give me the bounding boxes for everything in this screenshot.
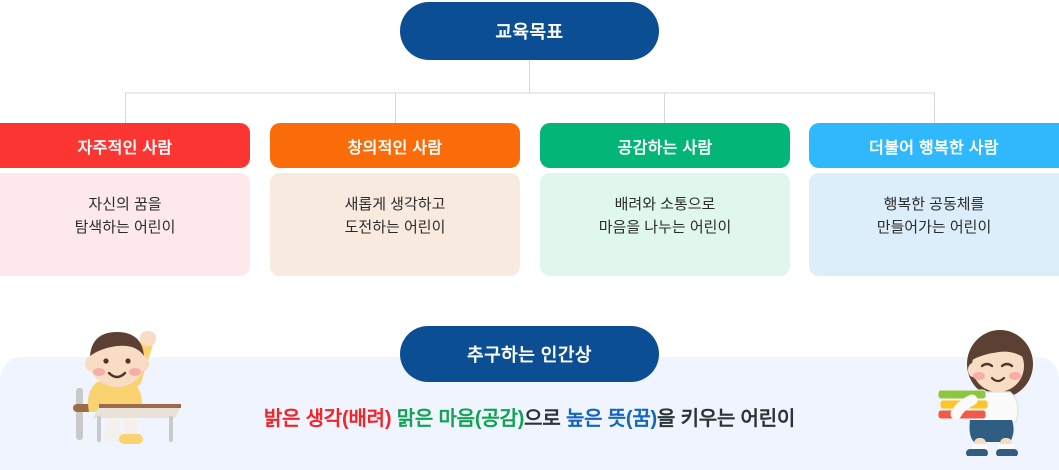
- pillar-card-body: 행복한 공동체를 만들어가는 어린이: [809, 173, 1059, 276]
- pillar-card-body: 자신의 꿈을 탐색하는 어린이: [0, 173, 250, 276]
- pillar-description: 배려와 소통으로 마음을 나누는 어린이: [598, 196, 732, 237]
- slogan-segment-connector: 으로: [524, 408, 566, 430]
- education-goal-node: 교육목표: [400, 2, 659, 60]
- slogan-segment-clear-heart: 맑은 마음(공감): [396, 408, 525, 430]
- ideal-person-badge: 추구하는 인간상: [400, 326, 659, 382]
- pillar-description: 새롭게 생각하고 도전하는 어린이: [344, 196, 446, 237]
- pillar-card-header: 더불어 행복한 사람: [809, 123, 1059, 168]
- pillar-card-empathetic: 공감하는 사람 배려와 소통으로 마음을 나누는 어린이: [540, 123, 790, 276]
- education-goal-label: 교육목표: [495, 22, 564, 42]
- pillar-title: 더불어 행복한 사람: [869, 139, 999, 157]
- slogan-segment-high-dream: 높은 뜻(꿈): [565, 408, 658, 430]
- pillar-title: 창의적인 사람: [347, 139, 443, 157]
- pillar-card-body: 새롭게 생각하고 도전하는 어린이: [270, 173, 520, 276]
- pillar-card-group: 자주적인 사람 자신의 꿈을 탐색하는 어린이 창의적인 사람 새롭게 생각하고…: [0, 123, 1059, 276]
- pillar-card-body: 배려와 소통으로 마음을 나누는 어린이: [540, 173, 790, 276]
- pillar-card-header: 자주적인 사람: [0, 123, 250, 168]
- pillar-title: 공감하는 사람: [617, 139, 713, 157]
- boy-raising-hand-at-desk-illustration: [73, 331, 181, 444]
- slogan-segment-ending: 을 키우는 어린이: [657, 408, 796, 430]
- pillar-card-happy-together: 더불어 행복한 사람 행복한 공동체를 만들어가는 어린이: [809, 123, 1059, 276]
- pillar-title: 자주적인 사람: [77, 139, 173, 157]
- ideal-person-badge-label: 추구하는 인간상: [467, 345, 592, 365]
- pillar-card-header: 공감하는 사람: [540, 123, 790, 168]
- pillar-card-creative: 창의적인 사람 새롭게 생각하고 도전하는 어린이: [270, 123, 520, 276]
- pillar-card-header: 창의적인 사람: [270, 123, 520, 168]
- pillar-description: 행복한 공동체를 만들어가는 어린이: [876, 196, 992, 237]
- slogan-segment-bright-thought: 밝은 생각(배려): [263, 408, 392, 430]
- girl-carrying-books-illustration: [938, 330, 1033, 456]
- pillar-description: 자신의 꿈을 탐색하는 어린이: [74, 196, 176, 237]
- pillar-card-self-directed: 자주적인 사람 자신의 꿈을 탐색하는 어린이: [0, 123, 250, 276]
- school-slogan: 밝은 생각(배려) 맑은 마음(공감)으로 높은 뜻(꿈)을 키우는 어린이: [0, 402, 1059, 431]
